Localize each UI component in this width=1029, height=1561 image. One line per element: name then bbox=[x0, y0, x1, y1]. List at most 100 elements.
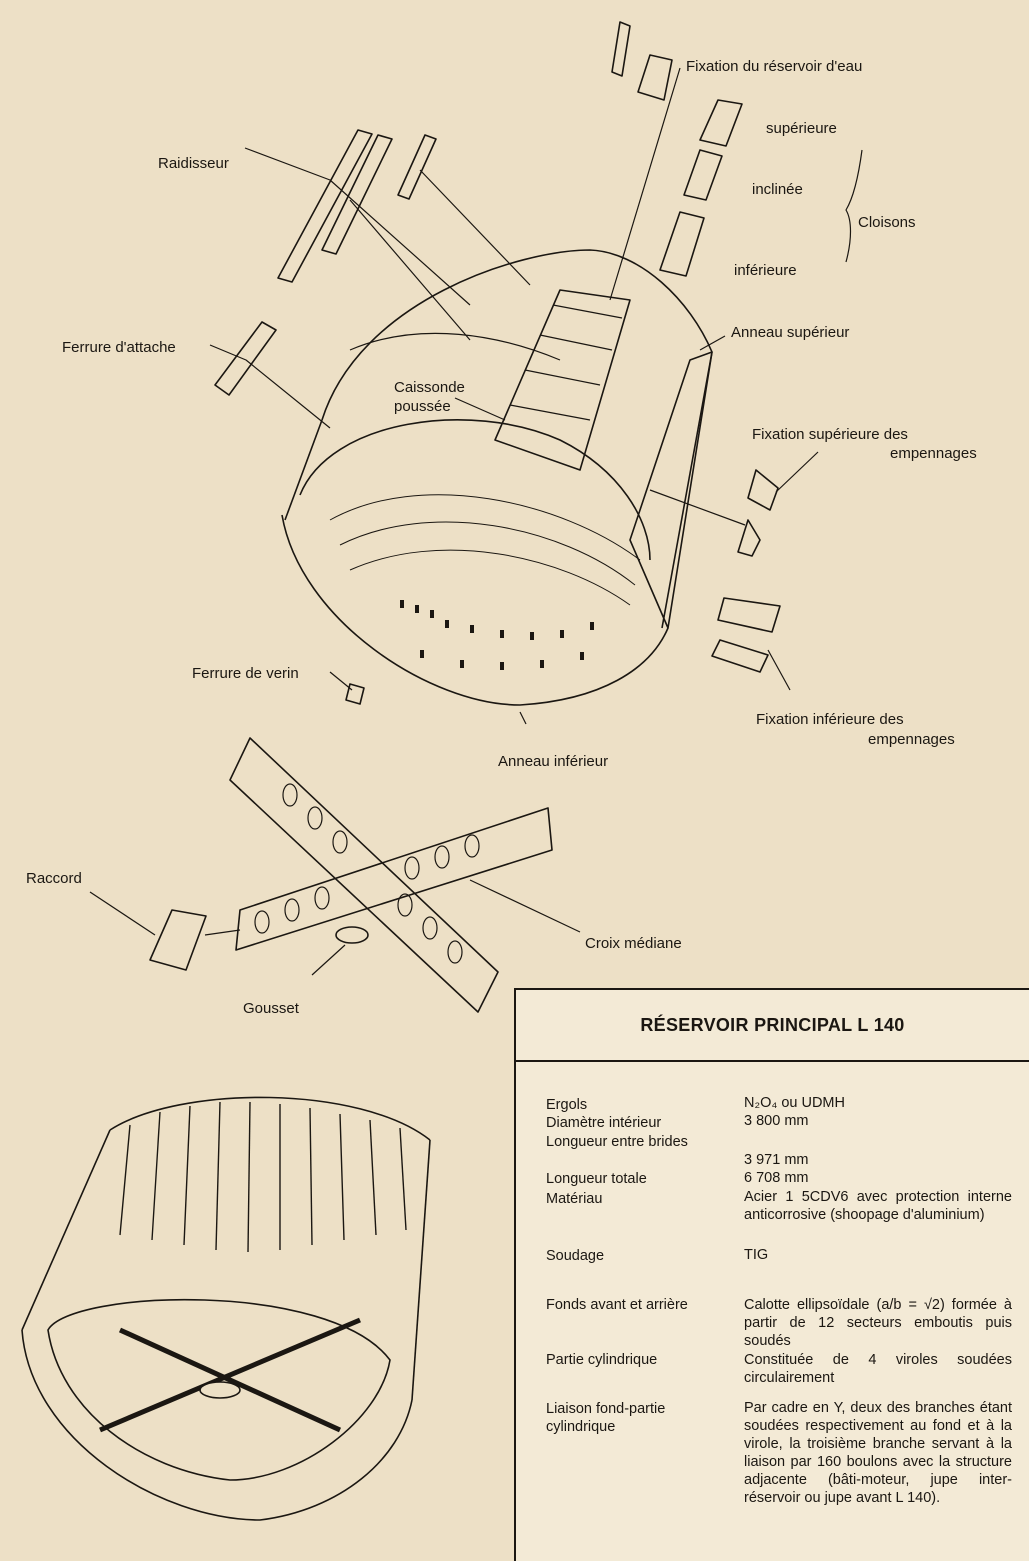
hole bbox=[460, 660, 464, 668]
spec-key-materiau: Matériau bbox=[546, 1191, 603, 1207]
anneau-superieur-section bbox=[629, 351, 713, 629]
spec-key-liaison: Liaison fond-partie cylindrique bbox=[546, 1401, 666, 1435]
leader-caisson bbox=[454, 397, 506, 421]
fixation-inf-empennage-2 bbox=[711, 639, 769, 673]
spec-value-liaison: Par cadre en Y, deux des branches étant … bbox=[744, 1400, 1012, 1506]
hole bbox=[445, 620, 449, 628]
spec-value-materiau: Acier 1 5CDV6 avec protection interne an… bbox=[744, 1189, 1012, 1223]
leader-fix-sup-emp-2 bbox=[649, 489, 746, 526]
caisson-rib-3 bbox=[539, 334, 613, 351]
fixation-sup-empennage-2 bbox=[737, 519, 761, 557]
lower-croix-2 bbox=[99, 1317, 361, 1433]
fixation-reservoir-piece-2 bbox=[637, 54, 673, 101]
cloison-parts bbox=[659, 99, 743, 277]
caisson-de-poussee bbox=[494, 289, 631, 471]
beam-hole bbox=[422, 916, 438, 940]
leader-anneau-inf bbox=[519, 711, 527, 725]
label-fix-inf-emp-line2: empennages bbox=[868, 731, 955, 748]
hole bbox=[500, 630, 504, 638]
hole bbox=[470, 625, 474, 633]
spec-key-fonds: Fonds avant et arrière bbox=[546, 1297, 688, 1313]
label-gousset: Gousset bbox=[243, 1000, 299, 1017]
label-cloisons: Cloisons bbox=[858, 214, 916, 231]
hole bbox=[540, 660, 544, 668]
spec-key-diametre: Diamètre intérieur bbox=[546, 1115, 662, 1131]
inner-ring-1 bbox=[329, 494, 641, 561]
leader-gousset bbox=[311, 944, 346, 976]
leader-raccord-2 bbox=[204, 929, 241, 936]
leader-fix-sup-emp bbox=[775, 451, 819, 493]
upper-cylinder-inner-rim bbox=[299, 419, 651, 561]
upper-cylinder-assembly bbox=[281, 249, 713, 706]
upper-cylinder-band bbox=[349, 332, 561, 361]
label-caisson-line1: Caissonde bbox=[394, 379, 465, 396]
stiffener bbox=[369, 1119, 377, 1236]
fixation-reservoir-part bbox=[611, 21, 673, 101]
label-caisson-line2: poussée bbox=[394, 398, 451, 415]
hole bbox=[580, 652, 584, 660]
beam-hole bbox=[282, 783, 298, 807]
caisson-rib-1 bbox=[509, 404, 591, 421]
cloisons-brace bbox=[845, 149, 863, 263]
lower-tank-left bbox=[21, 1129, 111, 1331]
croix-beam-1 bbox=[229, 737, 499, 1013]
caisson-rib-4 bbox=[552, 304, 623, 319]
leader-raidisseur-3 bbox=[419, 169, 531, 286]
label-raccord: Raccord bbox=[26, 870, 82, 887]
upper-cylinder-top-rim bbox=[321, 249, 713, 421]
fixation-sup-empennage-1 bbox=[747, 469, 779, 511]
croix-beam-2 bbox=[235, 807, 553, 951]
label-fixation-reservoir: Fixation du réservoir d'eau bbox=[686, 58, 863, 75]
croix-beam-holes bbox=[254, 783, 480, 964]
spec-value-partie-cylindrique: Constituée de 4 viroles soudées circulai… bbox=[744, 1352, 1012, 1386]
spec-table-title: RÉSERVOIR PRINCIPAL L 140 bbox=[516, 990, 1029, 1062]
leader-raidisseur bbox=[244, 147, 471, 306]
lower-tank-bottom-outer bbox=[21, 1329, 413, 1521]
label-anneau-inferieur: Anneau inférieur bbox=[498, 753, 609, 770]
leader-ferrure-verin bbox=[329, 671, 353, 691]
fixation-reservoir-piece-1 bbox=[611, 21, 631, 77]
label-cloison-inclinee: inclinée bbox=[752, 181, 803, 198]
spec-value-diametre: 3 800 mm bbox=[744, 1113, 809, 1129]
spec-key-longueur-brides: Longueur entre brides bbox=[546, 1134, 688, 1150]
caisson-outline bbox=[494, 289, 631, 471]
spec-value-longueur-totale: 6 708 mm bbox=[744, 1170, 809, 1186]
upper-cylinder-bottom-rim bbox=[281, 514, 669, 706]
hole bbox=[530, 632, 534, 640]
raidisseur-bars bbox=[277, 129, 437, 283]
lower-tank-right bbox=[411, 1139, 431, 1401]
ferrure-attache-part bbox=[214, 321, 277, 396]
label-cloison-inferieure: inférieure bbox=[734, 262, 797, 279]
ferrure-verin-part bbox=[345, 683, 365, 705]
hole bbox=[560, 630, 564, 638]
spec-key-partie-cylindrique: Partie cylindrique bbox=[546, 1352, 658, 1368]
lower-croix-1 bbox=[118, 1327, 342, 1433]
upper-cylinder-right-side bbox=[661, 351, 713, 629]
label-fix-sup-emp-line1: Fixation supérieure des bbox=[752, 426, 908, 443]
stiffener bbox=[215, 1101, 221, 1251]
leader-fixation-reservoir bbox=[609, 67, 681, 301]
lower-tank-assembly bbox=[21, 1096, 431, 1521]
label-ferrure-verin: Ferrure de verin bbox=[192, 665, 299, 682]
beam-hole bbox=[307, 806, 323, 830]
spec-value-soudage: TIG bbox=[744, 1247, 769, 1263]
croix-mediane-assembly bbox=[149, 737, 553, 1013]
leader-anneau-sup bbox=[699, 335, 726, 351]
spec-value-fonds: Calotte ellipsoïdale (a/b = √2) formée à… bbox=[744, 1297, 1012, 1349]
stiffener bbox=[119, 1124, 131, 1236]
hole bbox=[420, 650, 424, 658]
label-cloison-superieure: supérieure bbox=[766, 120, 837, 137]
leader-croix bbox=[469, 879, 581, 933]
label-ferrure-attache: Ferrure d'attache bbox=[62, 339, 176, 356]
leader-raidisseur-2 bbox=[349, 199, 471, 341]
leader-lines bbox=[89, 67, 863, 976]
stiffener bbox=[399, 1127, 407, 1231]
label-fix-sup-emp-line2: empennages bbox=[890, 445, 977, 462]
hole bbox=[500, 662, 504, 670]
gousset-part bbox=[335, 926, 369, 944]
beam-hole bbox=[434, 845, 450, 869]
leader-fix-inf-emp bbox=[767, 649, 791, 691]
hole bbox=[590, 622, 594, 630]
spec-key-longueur-totale: Longueur totale bbox=[546, 1171, 647, 1187]
